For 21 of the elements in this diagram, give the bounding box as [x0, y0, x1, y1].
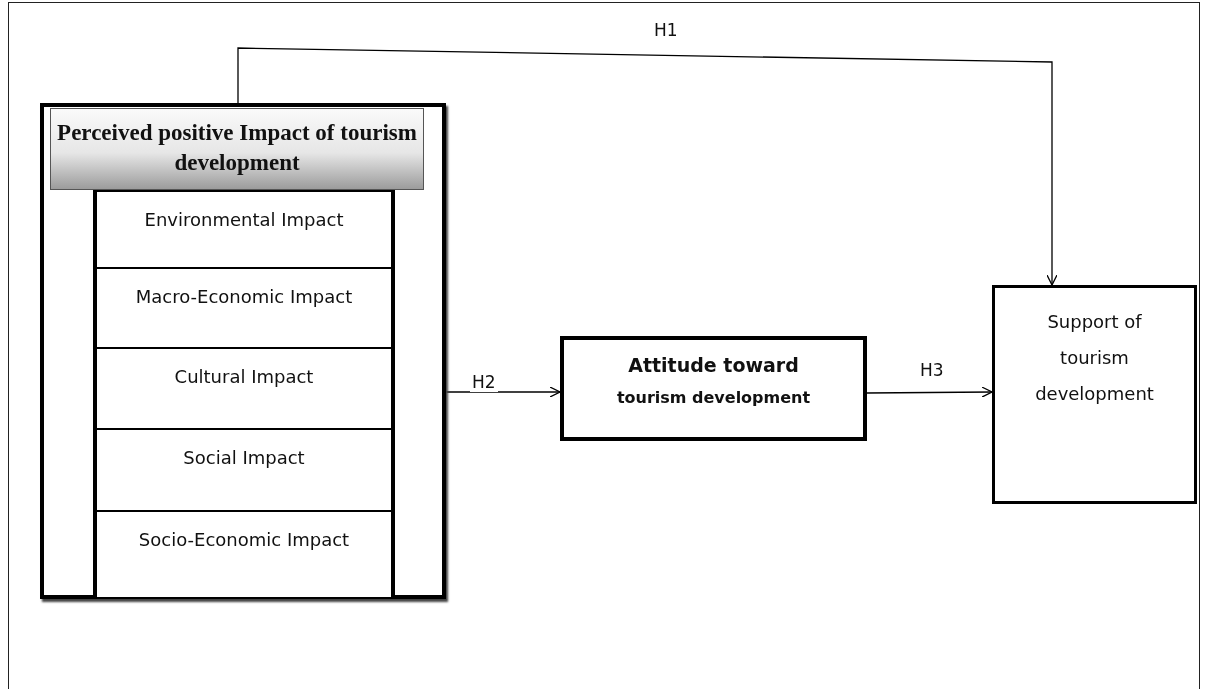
heading-band: Perceived positive Impact of tourism development — [50, 108, 424, 190]
dimension-box — [93, 428, 395, 512]
dimension-box — [93, 347, 395, 430]
process-box — [992, 285, 1197, 504]
box-title: Attitude toward — [627, 354, 800, 376]
dimension-box — [93, 510, 395, 599]
box-text: Macro-Economic Impact — [134, 285, 354, 309]
dimension-box — [93, 267, 395, 349]
box-text: Social Impact — [182, 446, 306, 470]
arrow — [237, 47, 1058, 286]
arrow — [866, 386, 993, 398]
arrow — [445, 386, 561, 398]
construct-frame — [40, 103, 446, 599]
box-text: tourism development — [615, 388, 812, 407]
edge-label: H2 — [470, 372, 498, 392]
process-box — [560, 336, 867, 441]
box-text: Socio-Economic Impact — [137, 528, 351, 552]
box-text: Support of tourism development — [1034, 310, 1155, 406]
dimension-box — [93, 190, 395, 269]
box-text: Cultural Impact — [173, 365, 315, 389]
box-text: Environmental Impact — [143, 208, 345, 232]
